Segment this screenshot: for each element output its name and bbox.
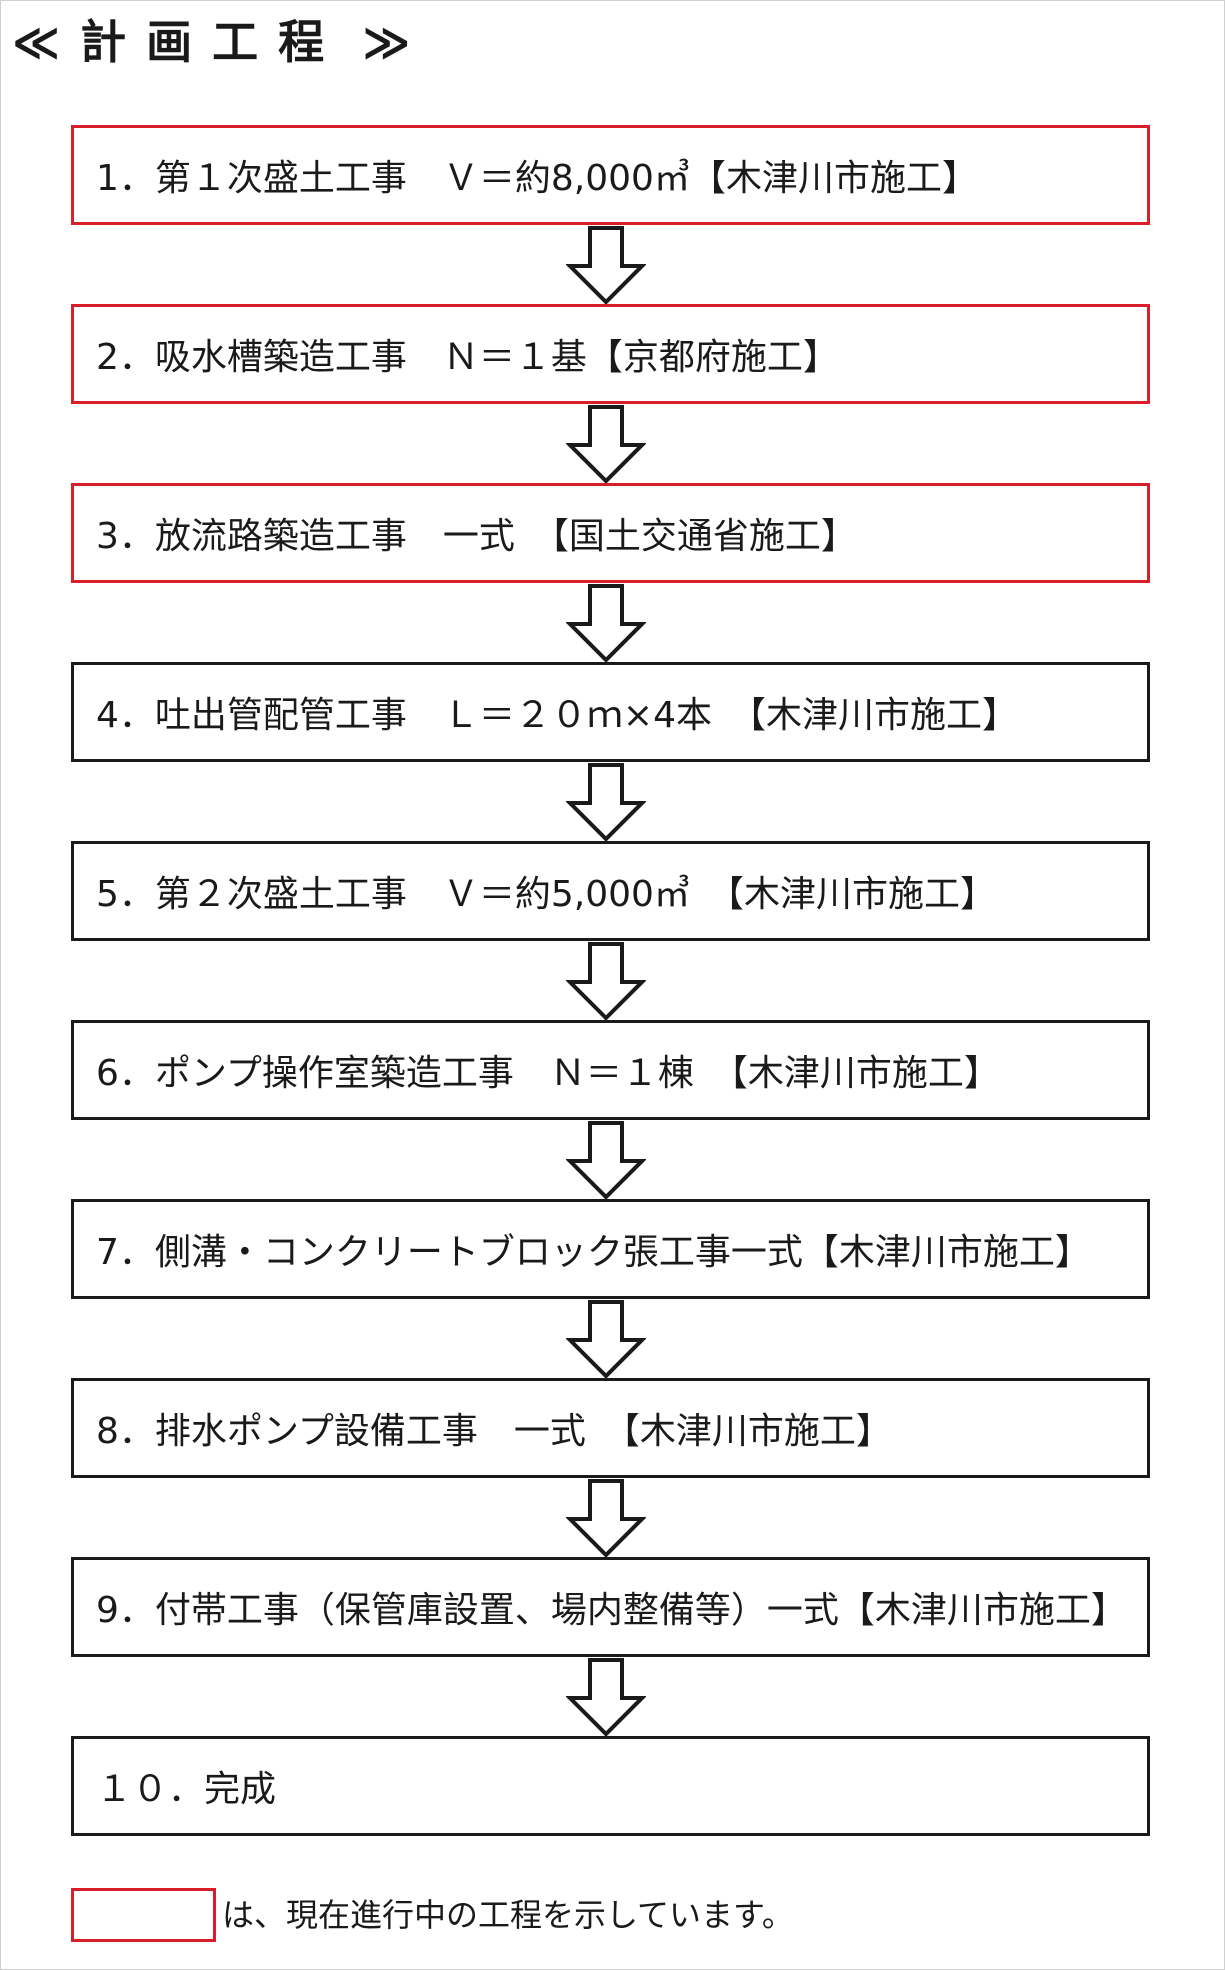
step-box-7: 7．側溝・コンクリートブロック張工事一式【木津川市施工】 xyxy=(71,1199,1150,1299)
title-open-bracket: ≪ xyxy=(12,15,63,69)
step-label: 4．吐出管配管工事 Ｌ＝２０ｍ×4本 【木津川市施工】 xyxy=(96,695,1018,736)
step-label: 9．付帯工事（保管庫設置、場内整備等）一式【木津川市施工】 xyxy=(96,1590,1127,1631)
step-box-5: 5．第２次盛土工事 Ｖ＝約5,000㎥ 【木津川市施工】 xyxy=(71,841,1150,941)
down-arrow-icon xyxy=(566,584,646,663)
down-arrow-icon xyxy=(566,1658,646,1737)
legend-swatch xyxy=(71,1888,216,1942)
down-arrow-icon xyxy=(566,763,646,842)
step-label: 6．ポンプ操作室築造工事 Ｎ＝１棟 【木津川市施工】 xyxy=(96,1053,1000,1094)
step-label: 8．排水ポンプ設備工事 一式 【木津川市施工】 xyxy=(96,1411,892,1452)
title-close-bracket: ≫ xyxy=(362,15,413,69)
step-box-6: 6．ポンプ操作室築造工事 Ｎ＝１棟 【木津川市施工】 xyxy=(71,1020,1150,1120)
step-box-4: 4．吐出管配管工事 Ｌ＝２０ｍ×4本 【木津川市施工】 xyxy=(71,662,1150,762)
step-box-2: 2．吸水槽築造工事 Ｎ＝１基【京都府施工】 xyxy=(71,304,1150,404)
legend-text: は、現在進行中の工程を示しています。 xyxy=(222,1896,794,1934)
title-text: 計画工程 xyxy=(80,15,345,69)
step-label: 5．第２次盛土工事 Ｖ＝約5,000㎥ 【木津川市施工】 xyxy=(96,874,996,915)
page-title: ≪ 計画工程 ≫ xyxy=(12,12,412,72)
step-label: 3．放流路築造工事 一式 【国土交通省施工】 xyxy=(96,516,857,557)
down-arrow-icon xyxy=(566,226,646,305)
step-box-3: 3．放流路築造工事 一式 【国土交通省施工】 xyxy=(71,483,1150,583)
step-box-8: 8．排水ポンプ設備工事 一式 【木津川市施工】 xyxy=(71,1378,1150,1478)
step-label: 7．側溝・コンクリートブロック張工事一式【木津川市施工】 xyxy=(96,1232,1091,1273)
step-box-9: 9．付帯工事（保管庫設置、場内整備等）一式【木津川市施工】 xyxy=(71,1557,1150,1657)
step-label: 1．第１次盛土工事 Ｖ＝約8,000㎥【木津川市施工】 xyxy=(96,158,978,199)
down-arrow-icon xyxy=(566,1300,646,1379)
step-box-1: 1．第１次盛土工事 Ｖ＝約8,000㎥【木津川市施工】 xyxy=(71,125,1150,225)
step-label: 2．吸水槽築造工事 Ｎ＝１基【京都府施工】 xyxy=(96,337,839,378)
down-arrow-icon xyxy=(566,405,646,484)
down-arrow-icon xyxy=(566,942,646,1021)
step-label: １０．完成 xyxy=(96,1769,277,1810)
down-arrow-icon xyxy=(566,1121,646,1200)
step-box-10: １０．完成 xyxy=(71,1736,1150,1836)
down-arrow-icon xyxy=(566,1479,646,1558)
